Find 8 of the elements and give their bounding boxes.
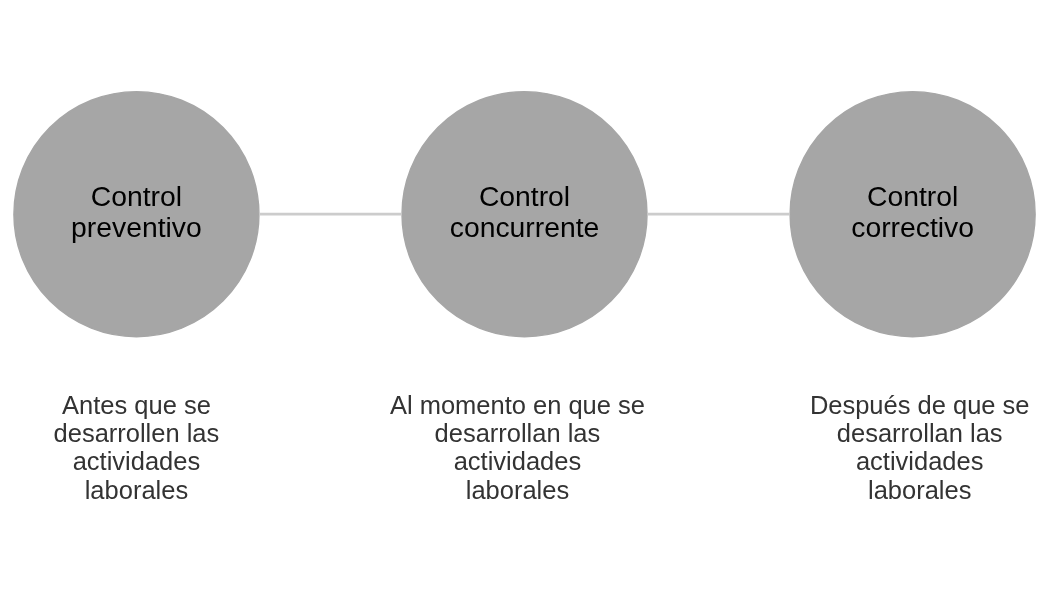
node-label: Al momento en que se desarrollan las actividades laborales	[389, 390, 645, 504]
connector	[647, 212, 790, 216]
node-label: Antes que se desarrollen las actividades laborales	[53, 390, 220, 504]
connector	[259, 212, 402, 216]
node-circle: Control concurrente	[401, 90, 648, 338]
node-circle: Control preventivo	[13, 90, 260, 338]
node-label: Después de que se desarrollan las actividades laborales	[809, 390, 1030, 504]
node-circle: Control correctivo	[789, 90, 1036, 338]
